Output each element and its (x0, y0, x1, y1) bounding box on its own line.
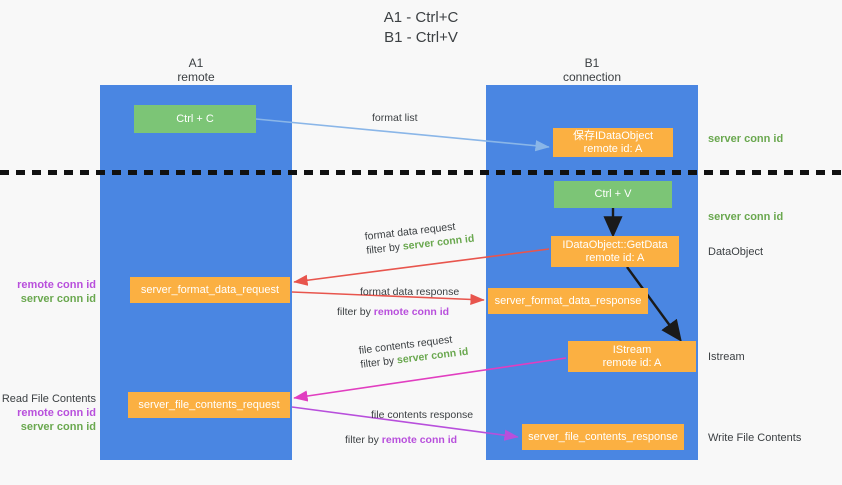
column-header-b1: B1 connection (486, 56, 698, 84)
filter-prefix: filter by (345, 434, 382, 446)
column-a1-role: remote (177, 70, 215, 84)
note-write-file-contents: Write File Contents (708, 432, 802, 444)
edge-label-format-list: format list (372, 112, 418, 124)
edge-label-file-contents-request: file contents request filter by server c… (358, 331, 469, 372)
column-b1-name: B1 (584, 56, 600, 70)
edge-label-file-contents-response-filter: filter by remote conn id (345, 433, 457, 447)
node-save-idataobject-line1: 保存IDataObject (572, 129, 654, 142)
node-ctrl-c-label: Ctrl + C (176, 112, 214, 125)
note-file-remote-conn-id: remote conn id (17, 407, 96, 419)
filter-prefix: filter by (337, 306, 374, 318)
node-istream-line2: remote id: A (602, 356, 662, 369)
title-line-1: A1 - Ctrl+C (383, 9, 459, 26)
node-save-idataobject-line2: remote id: A (583, 142, 643, 155)
node-server-file-contents-response-label: server_file_contents_response (528, 430, 678, 443)
node-server-file-contents-request[interactable]: server_file_contents_request (128, 392, 290, 418)
note-istream: Istream (708, 351, 745, 363)
column-b1-role: connection (562, 70, 622, 84)
note-file-server-conn-id: server conn id (20, 421, 96, 433)
note-format-server-conn-id: server conn id (20, 293, 96, 305)
note-read-file-contents: Read File Contents (1, 393, 96, 405)
edge-label-format-data-response: format data response (360, 286, 460, 298)
node-server-format-data-request-label: server_format_data_request (140, 283, 280, 296)
node-ctrl-c[interactable]: Ctrl + C (134, 105, 256, 133)
node-ctrl-v-label: Ctrl + V (594, 188, 632, 200)
node-server-file-contents-response[interactable]: server_file_contents_response (522, 424, 684, 450)
note-file-conn-ids: Read File Contents remote conn id server… (0, 392, 96, 434)
note-server-conn-id-top: server conn id (708, 133, 784, 145)
filter-value-remote-conn-id: remote conn id (381, 434, 458, 446)
filter-prefix: filter by (365, 240, 404, 257)
edge-label-format-data-request: format data request filter by server con… (364, 218, 475, 258)
edge-label-format-data-response-filter: filter by remote conn id (337, 305, 449, 319)
edge-label-file-contents-response: file contents response (371, 409, 474, 421)
column-a1-name: A1 (188, 56, 204, 70)
node-server-format-data-response-label: server_format_data_response (494, 294, 642, 307)
note-server-conn-id-middle: server conn id (708, 211, 784, 223)
divider-dashed-line (0, 170, 842, 175)
filter-prefix: filter by (359, 354, 398, 371)
node-server-file-contents-request-label: server_file_contents_request (138, 398, 280, 411)
node-getdata-line1: IDataObject::GetData (562, 238, 668, 251)
filter-value-remote-conn-id: remote conn id (373, 306, 450, 318)
node-istream-line1: IStream (612, 343, 652, 356)
note-dataobject: DataObject (708, 246, 764, 258)
node-ctrl-v[interactable]: Ctrl + V (554, 181, 672, 208)
node-idataobject-getdata[interactable]: IDataObject::GetData remote id: A (551, 236, 679, 267)
column-header-a1: A1 remote (100, 56, 292, 84)
node-save-idataobject[interactable]: 保存IDataObject remote id: A (553, 128, 673, 157)
note-format-conn-ids: remote conn id server conn id (0, 278, 96, 306)
node-server-format-data-response[interactable]: server_format_data_response (488, 288, 648, 314)
node-getdata-line2: remote id: A (585, 251, 645, 264)
node-istream[interactable]: IStream remote id: A (568, 341, 696, 372)
title-line-2: B1 - Ctrl+V (384, 29, 458, 46)
note-format-remote-conn-id: remote conn id (17, 279, 96, 291)
node-server-format-data-request[interactable]: server_format_data_request (130, 277, 290, 303)
diagram-title: A1 - Ctrl+C B1 - Ctrl+V (0, 8, 842, 48)
